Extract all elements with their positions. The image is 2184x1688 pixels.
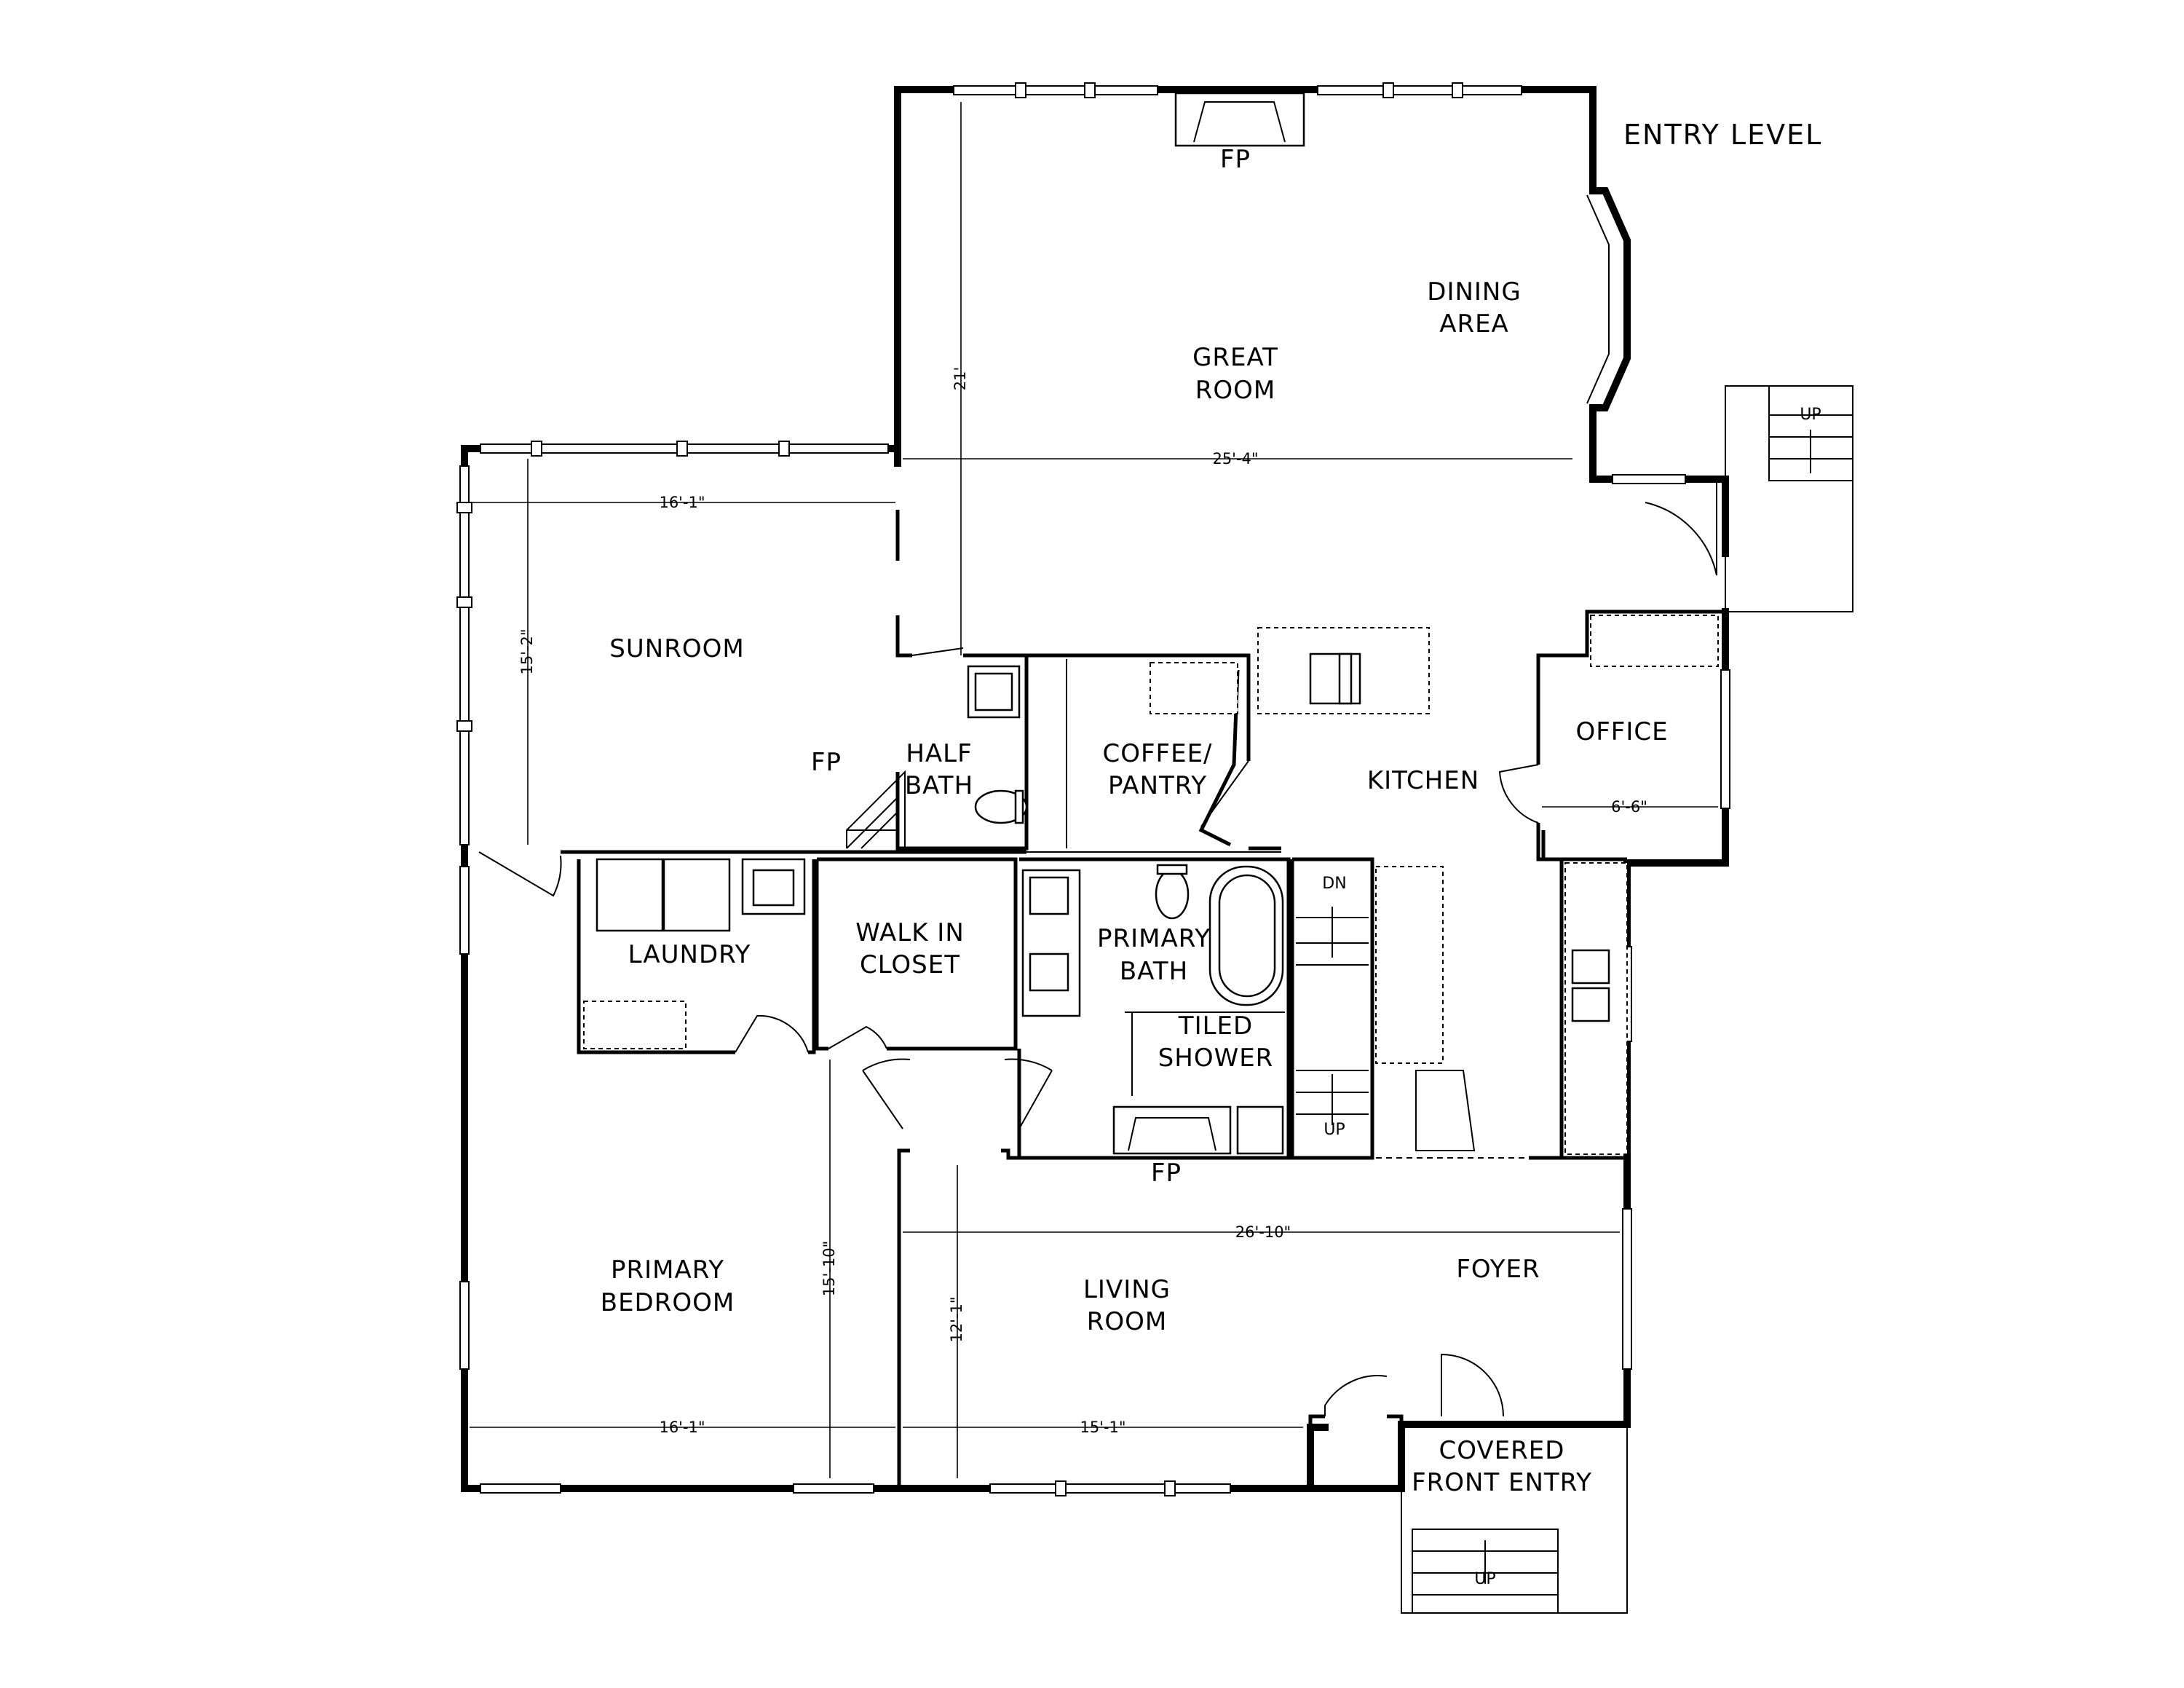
walk-in-closet-label-2: CLOSET xyxy=(860,950,960,979)
half-bath-label-2: BATH xyxy=(905,771,973,800)
plan-title: ENTRY LEVEL xyxy=(1623,119,1822,151)
great-room-label-2: ROOM xyxy=(1195,376,1275,405)
dim-living-depth: 12'-1" xyxy=(948,1296,965,1342)
fireplace-label-great-room: FP xyxy=(1220,145,1251,174)
half-bath-label-1: HALF xyxy=(906,739,972,768)
dining-area-label-2: AREA xyxy=(1439,309,1509,339)
primary-bath-label-2: BATH xyxy=(1120,957,1188,986)
tiled-shower-label-1: TILED xyxy=(1178,1011,1253,1041)
coffee-pantry-label-2: PANTRY xyxy=(1108,771,1207,800)
covered-front-entry-label-1: COVERED xyxy=(1439,1436,1565,1465)
living-room-label-1: LIVING xyxy=(1083,1275,1171,1304)
dim-great-room-depth: 21' xyxy=(951,367,969,391)
dim-office-width: 6'-6" xyxy=(1611,798,1647,816)
dim-sunroom-width: 16'-1" xyxy=(659,494,705,511)
living-room-label-2: ROOM xyxy=(1087,1307,1167,1336)
primary-bedroom-label-2: BEDROOM xyxy=(601,1288,735,1317)
interior-up-stair xyxy=(1296,1070,1369,1125)
dining-area-label-1: DINING xyxy=(1427,277,1521,307)
dim-bedroom-width: 16'-1" xyxy=(659,1419,705,1436)
stair-label-interior-down: DN xyxy=(1322,875,1346,893)
office-label: OFFICE xyxy=(1575,717,1668,746)
dim-living-room-width: 15'-1" xyxy=(1080,1419,1125,1436)
dim-living-width: 26'-10" xyxy=(1235,1223,1291,1241)
great-room-label-1: GREAT xyxy=(1192,343,1278,372)
fireplace-label-sunroom: FP xyxy=(811,748,842,777)
dim-sunroom-depth: 15'-2" xyxy=(518,628,536,674)
stairs xyxy=(1296,385,1853,1614)
bay-window xyxy=(1586,187,1631,411)
fireplace-label-living: FP xyxy=(1151,1159,1182,1188)
covered-front-entry-label-2: FRONT ENTRY xyxy=(1412,1468,1592,1497)
windows xyxy=(456,82,1730,1496)
sunroom-label: SUNROOM xyxy=(609,634,744,663)
stair-label-front-up: UP xyxy=(1474,1570,1495,1588)
fixtures xyxy=(583,92,1719,1155)
coffee-pantry-label-1: COFFEE/ xyxy=(1102,739,1212,768)
dim-great-room-width: 25'-4" xyxy=(1212,450,1258,468)
walk-in-closet-label-1: WALK IN xyxy=(855,918,965,947)
dimension-lines xyxy=(470,102,1718,1478)
primary-bedroom-label-1: PRIMARY xyxy=(611,1255,724,1285)
foyer-label: FOYER xyxy=(1456,1255,1540,1284)
tiled-shower-label-2: SHOWER xyxy=(1158,1044,1274,1073)
dimension-labels: 21' 25'-4" 16'-1" 15'-2" 6'-6" 26'-10" 1… xyxy=(518,367,1647,1436)
room-labels: ENTRY LEVEL GREAT ROOM DINING AREA SUNRO… xyxy=(601,119,1822,1588)
laundry-label: LAUNDRY xyxy=(628,940,751,969)
stair-label-rear-up: UP xyxy=(1800,406,1821,424)
stair-label-interior-up: UP xyxy=(1324,1121,1345,1139)
doors xyxy=(478,479,1717,1417)
dim-bedroom-depth: 15'-10" xyxy=(820,1241,838,1296)
kitchen-label: KITCHEN xyxy=(1367,766,1479,795)
primary-bath-label-1: PRIMARY xyxy=(1097,924,1211,953)
interior-down-stair xyxy=(1296,907,1369,966)
